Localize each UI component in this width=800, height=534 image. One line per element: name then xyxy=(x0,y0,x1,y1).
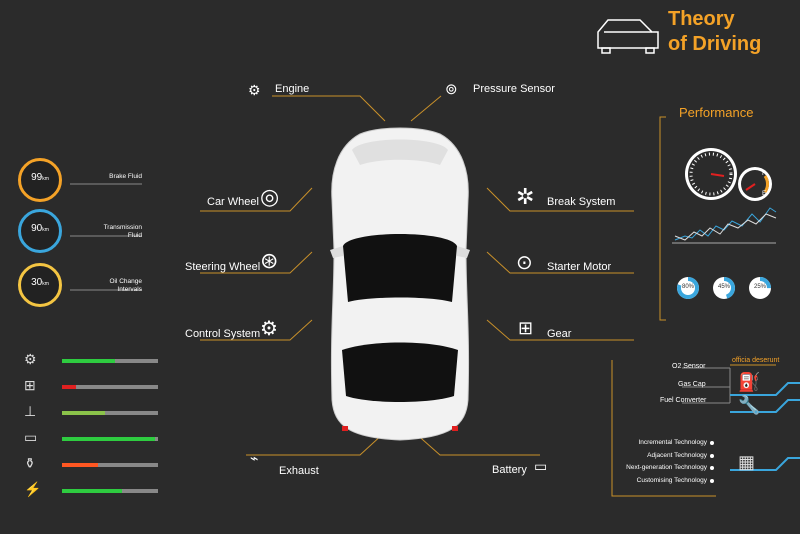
donut-chart xyxy=(713,277,735,299)
car-illustration xyxy=(330,127,470,441)
engine-icon: ⚙ xyxy=(24,351,37,367)
chassis-icon: ⊞ xyxy=(24,377,36,393)
gears-icon: ⚙ xyxy=(260,318,278,340)
donut-chart xyxy=(749,277,771,299)
callout-exhaust: Exhaust xyxy=(279,465,319,477)
donut-label: 45% xyxy=(717,284,730,290)
gauge-value: 30km xyxy=(31,277,49,288)
title-line-1: Theory xyxy=(668,8,735,30)
bullet-dot xyxy=(710,453,714,458)
gauge-label: Transmission Fluid xyxy=(103,224,142,239)
callout-pressure-sensor: Pressure Sensor xyxy=(473,83,555,95)
status-bar-fill xyxy=(62,463,98,467)
callout-control-system: Control System xyxy=(185,328,261,340)
car-repair-icon: 🔧 xyxy=(738,395,761,415)
callout-engine: Engine xyxy=(275,83,310,95)
status-bar-fill xyxy=(62,437,156,441)
status-bar xyxy=(62,359,158,363)
donut-chart xyxy=(677,277,699,299)
turbo-icon: ⊚ xyxy=(445,81,458,98)
gauge-value: 99km xyxy=(31,172,49,183)
piston-icon: ⊥ xyxy=(24,403,37,419)
spark-plug-icon: ⚡ xyxy=(24,481,42,497)
callout-gear: Gear xyxy=(547,328,572,340)
donut-label: 25% xyxy=(753,284,766,290)
technology-item: Customising Technology xyxy=(636,476,707,484)
fuel-panel-header: officia deserunt xyxy=(732,357,780,364)
status-bar xyxy=(62,437,158,441)
callout-car-wheel: Car Wheel xyxy=(207,196,259,208)
gear-shift-icon: ⊞ xyxy=(518,318,534,338)
status-bar-fill xyxy=(62,489,123,493)
bullet-dot xyxy=(710,466,714,470)
bullet-dot xyxy=(710,441,714,445)
title-line-2: of Driving xyxy=(668,33,762,55)
callout-starter-motor: Starter Motor xyxy=(547,261,612,273)
status-bar xyxy=(62,489,158,493)
starter-motor-icon: ⊙ xyxy=(516,252,533,274)
steering-wheel-icon: ⊛ xyxy=(260,248,279,273)
performance-heading: Performance xyxy=(679,105,754,120)
gauge-label: Oil Change Intervals xyxy=(109,278,142,293)
callout-battery: Battery xyxy=(492,464,527,476)
wheel-icon: ◎ xyxy=(260,184,280,209)
fuel-item-gas-cap: Gas Cap xyxy=(678,381,706,388)
engine-icon: ⚙ xyxy=(248,82,261,98)
car-lift-icon: ▦ xyxy=(738,452,756,472)
technology-item: Adjacent Technology xyxy=(647,451,707,459)
battery-icon: ▭ xyxy=(534,458,548,474)
battery-icon: ▭ xyxy=(24,429,38,445)
status-bar-fill xyxy=(62,359,115,363)
callout-steering-wheel: Steering Wheel xyxy=(185,261,261,273)
gas-station-icon: ⛽ xyxy=(738,372,761,392)
technology-item: Next-generation Technology xyxy=(626,464,707,471)
technology-item: Incremental Technology xyxy=(638,439,707,446)
gauge-label: Brake Fluid xyxy=(109,173,142,180)
fuel-item-fuel-converter: Fuel Converter xyxy=(660,397,707,404)
gauge-1: 90km xyxy=(18,209,62,253)
status-bar-fill xyxy=(62,385,77,389)
callout-break-system: Break System xyxy=(547,196,616,208)
status-bar-fill xyxy=(62,411,106,415)
fuel-empty-label: E xyxy=(762,190,767,197)
status-bar xyxy=(62,463,158,467)
brake-disc-icon: ✲ xyxy=(516,184,535,209)
status-bar xyxy=(62,411,158,415)
gauge-value: 90km xyxy=(31,223,49,234)
oil-can-icon: ⚱ xyxy=(24,455,36,471)
status-bar xyxy=(62,385,158,389)
fuel-full-label: F xyxy=(762,170,766,177)
bullet-dot xyxy=(710,478,714,483)
exhaust-icon: ⌁ xyxy=(250,450,259,466)
donut-label: 80% xyxy=(681,284,694,290)
gauge-0: 99km xyxy=(18,158,62,202)
fuel-item-o2-sensor: O2 Sensor xyxy=(672,363,706,370)
gauge-2: 30km xyxy=(18,263,62,307)
